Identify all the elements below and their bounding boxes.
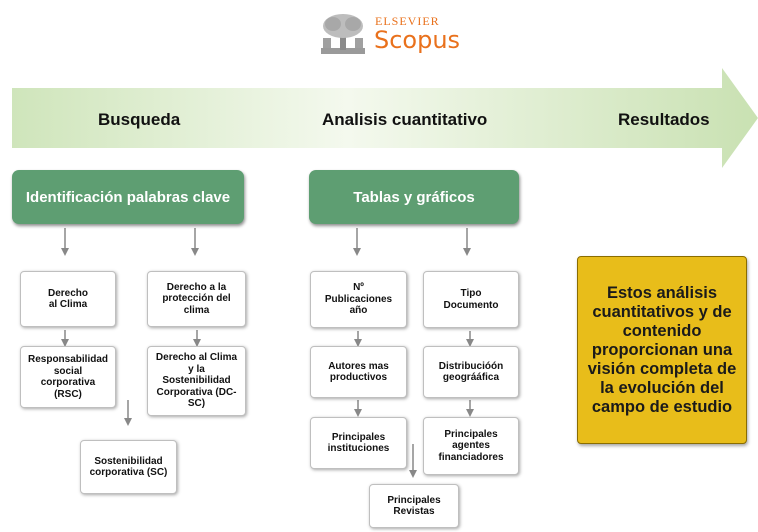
- box-institutions: Principales instituciones: [310, 417, 407, 469]
- box-authors: Autores mas productivos: [310, 346, 407, 398]
- box-csr-label: Responsabilidad social corporativa (RSC): [27, 354, 108, 400]
- box-journals-label: Principales Revistas: [387, 494, 441, 518]
- box-publications-label: Nº Publicaciones año: [324, 282, 393, 317]
- results-summary-box: Estos análisis cuantitativos y de conten…: [577, 256, 747, 444]
- stage-results-label: Resultados: [618, 110, 710, 129]
- box-csr: Responsabilidad social corporativa (RSC): [20, 346, 116, 408]
- process-arrow-banner: Busqueda Analisis cuantitativo Resultado…: [12, 68, 758, 168]
- box-funders-label: Principales agentes financiadores: [438, 428, 504, 463]
- box-sc-label: Sostenibilidad corporativa (SC): [89, 455, 168, 479]
- stage-analysis-label: Analisis cuantitativo: [322, 110, 488, 129]
- process-arrow-shape: [12, 68, 758, 168]
- elsevier-tree-icon: [321, 14, 365, 54]
- keywords-header: Identificación palabras clave: [12, 170, 244, 224]
- box-geo-label: Distribucióón geográáfica: [438, 360, 504, 384]
- box-climate-protection: Derecho a la protección del clima: [147, 271, 246, 327]
- box-doc-type: Tipo Documento: [423, 271, 519, 328]
- scopus-logo: ELSEVIER Scopus: [317, 10, 477, 60]
- scopus-wordmark: Scopus: [374, 26, 461, 54]
- keywords-header-label: Identificación palabras clave: [25, 188, 231, 206]
- elsevier-wordmark: ELSEVIER: [375, 14, 440, 28]
- box-climate-law: Derecho al Clima: [20, 271, 116, 327]
- box-doc-type-label: Tipo Documento: [443, 288, 499, 311]
- results-summary-text: Estos análisis cuantitativos y de conten…: [587, 283, 737, 416]
- box-dc-sc: Derecho al Clima y la Sostenibilidad Cor…: [147, 346, 246, 416]
- box-climate-protection-label: Derecho a la protección del clima: [162, 281, 231, 316]
- box-sc: Sostenibilidad corporativa (SC): [80, 440, 177, 494]
- box-journals: Principales Revistas: [369, 484, 459, 528]
- tables-header-label: Tablas y gráficos: [353, 188, 475, 206]
- box-geo: Distribucióón geográáfica: [423, 346, 519, 398]
- stage-search-label: Busqueda: [98, 110, 181, 129]
- box-authors-label: Autores mas productivos: [328, 360, 389, 384]
- box-publications: Nº Publicaciones año: [310, 271, 407, 328]
- box-funders: Principales agentes financiadores: [423, 417, 519, 475]
- tables-header: Tablas y gráficos: [309, 170, 519, 224]
- box-institutions-label: Principales instituciones: [327, 431, 390, 455]
- box-climate-law-label: Derecho al Clima: [47, 287, 88, 311]
- box-dc-sc-label: Derecho al Clima y la Sostenibilidad Cor…: [155, 352, 238, 410]
